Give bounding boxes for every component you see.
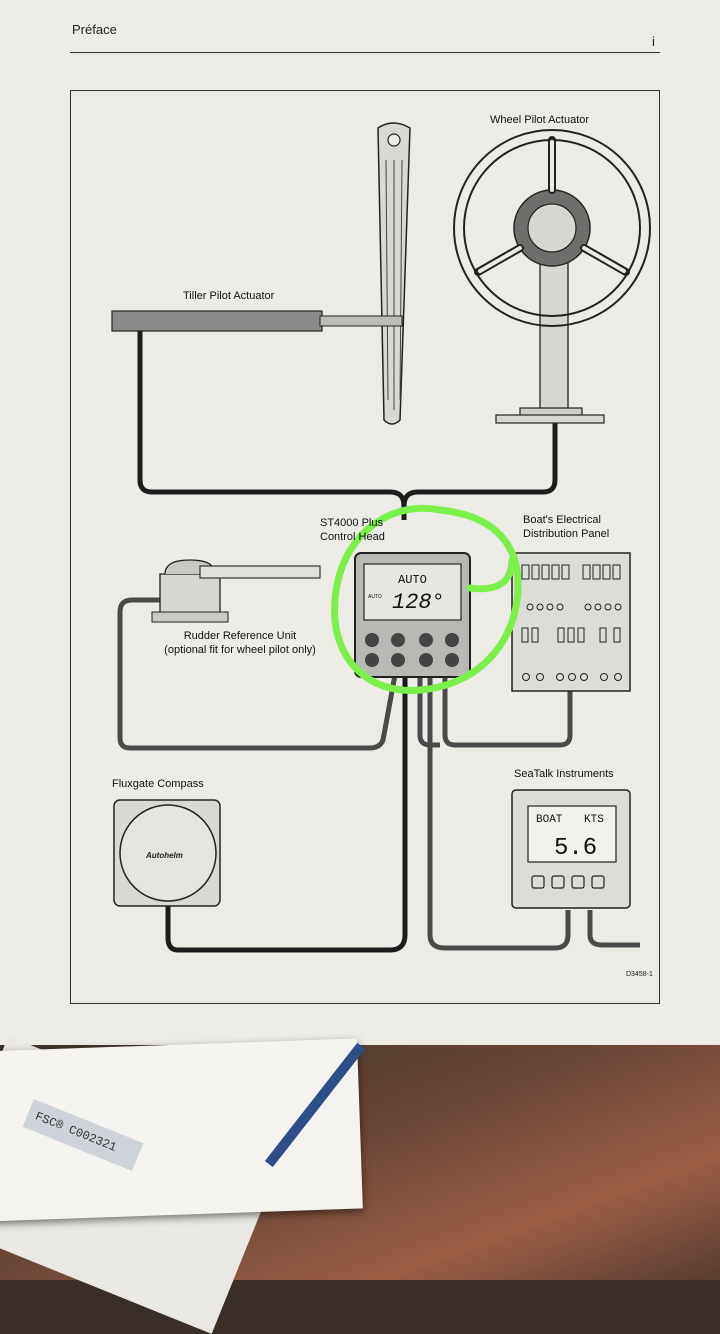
- figure-reference: D3458-1: [626, 971, 653, 978]
- green-highlight-circle: [331, 504, 522, 694]
- cable-seatalk: [427, 675, 571, 951]
- label-control-head-2: Control Head: [320, 531, 385, 543]
- electrical-distribution-panel: [511, 552, 631, 692]
- label-control-head-1: ST4000 Plus: [320, 517, 383, 529]
- control-side-text: AUTO: [368, 594, 382, 600]
- wheel-pilot-actuator: [453, 129, 651, 424]
- cable-wheel: [401, 420, 558, 507]
- label-boats-panel-1: Boat's Electrical: [523, 514, 601, 526]
- label-boats-panel-2: Distribution Panel: [523, 528, 610, 540]
- control-heading-text: 128°: [392, 590, 445, 615]
- page-header-title: Préface: [72, 22, 117, 37]
- label-wheel-pilot: Wheel Pilot Actuator: [490, 114, 590, 126]
- seatalk-value: 5.6: [554, 835, 597, 862]
- autopilot-system-diagram: AUTO AUTO 128° Autohelm BOAT KTS 5.6: [111, 122, 651, 953]
- cable-rudder: [117, 597, 398, 751]
- label-fluxgate: Fluxgate Compass: [112, 778, 204, 790]
- header-rule: [70, 52, 660, 53]
- page-number: i: [652, 34, 655, 49]
- label-rudder-2: (optional fit for wheel pilot only): [164, 644, 316, 656]
- cable-compass: [165, 675, 408, 953]
- seatalk-label-left: BOAT: [536, 814, 563, 826]
- control-mode-text: AUTO: [398, 573, 427, 587]
- rudder-reference-unit: [151, 559, 321, 623]
- cable-panel: [442, 675, 573, 748]
- st4000-control-head: [354, 552, 471, 678]
- tiller-pilot-actuator: [111, 310, 323, 332]
- diagram-frame: [70, 90, 660, 1004]
- label-tiller-pilot: Tiller Pilot Actuator: [183, 290, 275, 302]
- compass-brand: Autohelm: [145, 851, 183, 860]
- cable-seatalk-out: [587, 910, 640, 948]
- label-rudder-1: Rudder Reference Unit: [183, 630, 297, 642]
- fluxgate-compass: [113, 799, 221, 907]
- label-seatalk: SeaTalk Instruments: [514, 768, 614, 780]
- seatalk-instrument: [511, 789, 631, 909]
- cable-tiller: [137, 330, 407, 520]
- seatalk-label-right: KTS: [584, 814, 604, 826]
